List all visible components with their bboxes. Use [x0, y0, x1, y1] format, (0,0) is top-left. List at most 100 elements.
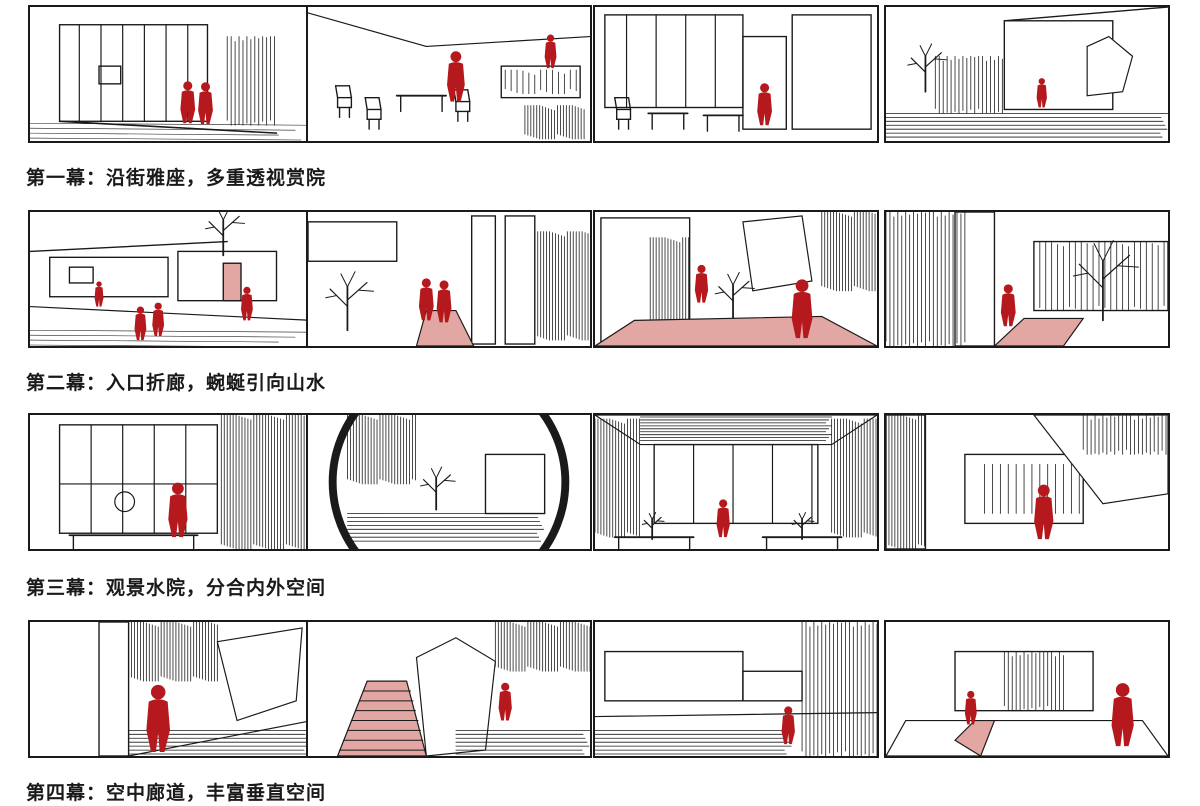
ceiling-hatching — [639, 416, 833, 442]
entry-ground — [30, 329, 312, 346]
sketch-drawing — [58, 415, 311, 549]
counter-hatching — [504, 69, 577, 95]
figure-child-1 — [134, 306, 147, 341]
canopy — [308, 221, 398, 262]
glass-balustrade — [415, 637, 496, 756]
figure-child-2 — [152, 302, 165, 337]
cafe-table — [395, 94, 447, 113]
chair-1 — [334, 85, 353, 119]
doorway-figure — [757, 83, 772, 126]
moon-gate — [328, 415, 570, 549]
scene-2-panel-1 — [28, 210, 314, 348]
scene-3-panel-2 — [306, 413, 592, 551]
scene-4-panel-2 — [306, 620, 592, 758]
dining-chair — [614, 96, 632, 130]
scene-4-caption: 第四幕：空中廊道，丰富垂直空间 — [26, 782, 327, 804]
red-door — [222, 262, 242, 302]
polygon-opening — [216, 627, 303, 722]
storefront-frame — [58, 24, 209, 122]
sketch-drawing — [308, 12, 590, 140]
scene-4-panel-3 — [593, 620, 879, 758]
path-figure — [1000, 284, 1016, 327]
floor-hatching — [455, 729, 590, 755]
center-figure — [716, 499, 730, 538]
sketch-drawing — [595, 212, 877, 346]
sketch-drawing — [30, 212, 312, 346]
staff-figure — [544, 34, 557, 69]
deck-hatching — [886, 113, 1168, 138]
sketch-drawing — [336, 622, 590, 756]
walking-figure — [146, 684, 171, 753]
visitor-figure-2 — [198, 82, 213, 125]
window-figure — [1034, 484, 1054, 540]
top-hatching — [1082, 415, 1167, 455]
scene-1-panel-1 — [28, 5, 314, 143]
sketch-drawing — [886, 415, 1168, 549]
column-1 — [470, 215, 497, 345]
gate-wall-hatching — [347, 415, 416, 485]
visitor-figure-1 — [180, 81, 196, 124]
tall-pillar — [98, 622, 130, 756]
bridge-figure — [781, 706, 795, 745]
volume-hatching — [1003, 651, 1064, 712]
scene-1-panel-2 — [306, 5, 592, 143]
courtyard-tree — [907, 43, 948, 93]
stair-figure — [498, 682, 512, 721]
angled-wall — [1033, 415, 1168, 505]
rear-window — [653, 443, 819, 525]
left-table — [613, 536, 695, 549]
column-hatching — [886, 415, 925, 549]
window-box — [964, 453, 1084, 525]
upper-hatching — [821, 212, 876, 292]
dense-wall-hatching — [886, 212, 966, 346]
bridge-volume — [742, 670, 803, 702]
walker-2 — [436, 280, 452, 323]
sketch-drawing — [328, 415, 570, 549]
scene-3-panel-4 — [884, 413, 1170, 551]
courtyard-wall-hatching — [934, 55, 1003, 114]
scene-1-panel-4 — [884, 5, 1170, 143]
hexagon-window — [1086, 35, 1134, 97]
sketch-drawing — [595, 622, 877, 756]
figure-far — [94, 281, 104, 307]
long-table — [68, 534, 199, 549]
ceiling-hatching — [128, 622, 218, 682]
near-figure — [1111, 683, 1134, 747]
sketch-drawing — [604, 14, 872, 132]
scene-3-panel-1 — [28, 413, 314, 551]
scene-2-panel-2 — [306, 210, 592, 348]
pink-staircase — [336, 680, 427, 756]
roof-garden-hatching — [595, 729, 793, 755]
seated-figure — [168, 482, 188, 538]
dining-table-2 — [702, 114, 744, 132]
sketch-drawing — [308, 215, 589, 346]
figure-door — [241, 286, 253, 321]
plant-left — [641, 512, 665, 541]
bonsai-tree — [714, 272, 755, 322]
foreground-column — [886, 415, 927, 549]
entry-tree — [205, 212, 246, 257]
inner-room — [484, 453, 546, 515]
pine-tree — [325, 271, 374, 332]
pink-bridge-strip — [954, 719, 996, 756]
low-volume — [604, 650, 744, 702]
pink-path — [993, 317, 1085, 346]
column-2 — [504, 215, 536, 345]
side-wall — [791, 14, 872, 130]
door-frame — [742, 35, 787, 130]
scene-3-panel-3 — [593, 413, 879, 551]
white-column — [954, 212, 996, 346]
walker-1 — [418, 278, 434, 321]
side-wall-hatching — [220, 415, 311, 549]
scene-3-caption: 第三幕：观景水院，分合内外空间 — [26, 577, 327, 599]
floor-hatching — [347, 513, 546, 542]
sketch-drawing — [98, 622, 312, 756]
entry-window — [68, 266, 94, 284]
guest-figure — [447, 51, 465, 102]
floor-hatching — [524, 105, 585, 140]
back-wall-hatching — [1033, 241, 1165, 311]
chair-3 — [364, 96, 382, 130]
upper-hatching — [494, 622, 590, 672]
sketch-drawing — [886, 212, 1168, 346]
sky-corridor — [886, 719, 1168, 756]
